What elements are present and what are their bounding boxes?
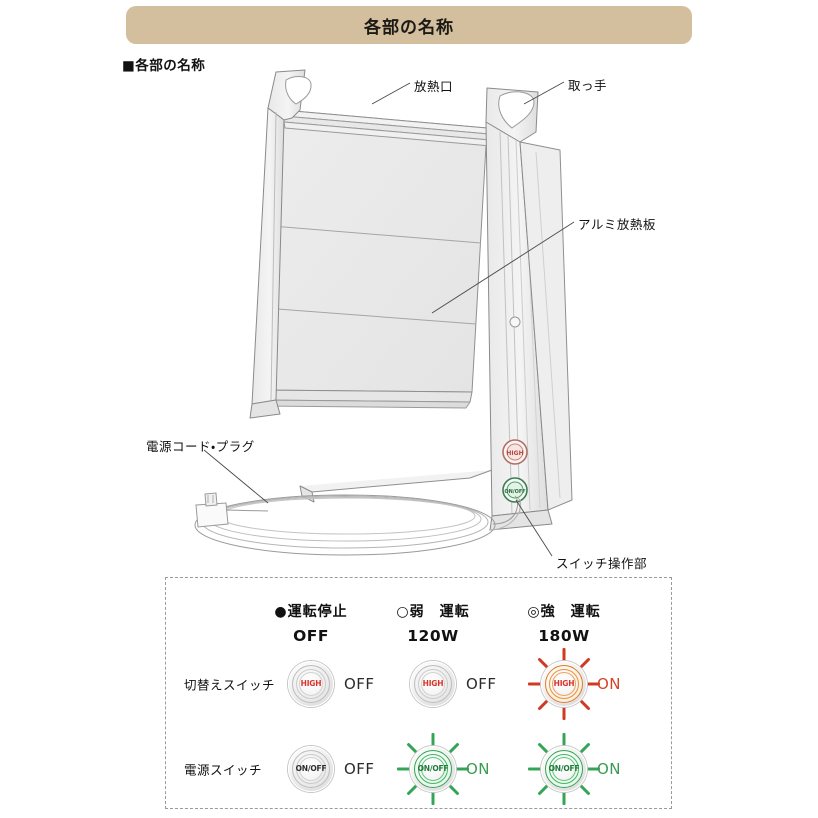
switch-state-label: OFF bbox=[344, 675, 375, 693]
knob-inner-ring bbox=[418, 669, 448, 699]
leader-vent bbox=[371, 82, 411, 105]
row-label-power-switch: 電源スイッチ bbox=[184, 762, 263, 778]
power-switch-knob-0[interactable]: ON/OFF bbox=[288, 746, 334, 792]
knob-caption: HIGH bbox=[300, 679, 322, 689]
changeover-switch-knob-0[interactable]: HIGH bbox=[288, 661, 334, 707]
glow-ray bbox=[528, 767, 541, 771]
knob-inner-ring bbox=[418, 754, 448, 784]
leader-handle bbox=[523, 81, 565, 105]
knob-caption: HIGH bbox=[422, 679, 444, 689]
left-leg bbox=[249, 69, 312, 419]
glow-ray bbox=[562, 792, 566, 805]
leader-power-cord bbox=[203, 449, 269, 504]
power-switch-knob-2[interactable]: ON/OFF bbox=[541, 746, 587, 792]
knob-caption: HIGH bbox=[553, 679, 575, 689]
glow-ray bbox=[537, 784, 549, 796]
svg-text:ON/OFF: ON/OFF bbox=[504, 489, 525, 495]
callout-switch-area: スイッチ操作部 bbox=[556, 556, 648, 571]
knob-inner-ring bbox=[296, 754, 326, 784]
page-header-banner: 各部の名称 bbox=[126, 6, 692, 44]
row-label-changeover-switch: 切替えスイッチ bbox=[184, 677, 276, 693]
callout-power-cord: 電源コード・プラグ bbox=[146, 439, 255, 454]
callout-vent: 放熱口 bbox=[414, 79, 454, 94]
changeover-switch-knob-2[interactable]: HIGH bbox=[541, 661, 587, 707]
knob-caption: ON/OFF bbox=[295, 764, 327, 774]
glow-ray bbox=[448, 784, 460, 796]
page-title: 各部の名称 bbox=[364, 17, 454, 38]
glow-ray bbox=[562, 707, 566, 720]
column-watt-label: 120W bbox=[407, 627, 459, 645]
heater-panel bbox=[255, 109, 492, 409]
knob-caption: ON/OFF bbox=[417, 764, 449, 774]
glow-ray bbox=[562, 733, 566, 746]
leader-alu-plate bbox=[431, 221, 575, 314]
right-leg bbox=[485, 87, 573, 531]
product-power-switch: ON/OFF bbox=[502, 477, 528, 503]
leader-switch-area bbox=[515, 499, 553, 557]
column-watt-label: 180W bbox=[538, 627, 590, 645]
switch-state-label: ON bbox=[466, 760, 491, 778]
column-header-1: ○弱 運転 120W bbox=[363, 601, 503, 645]
product-high-switch: HIGH bbox=[502, 439, 528, 465]
switch-state-label: OFF bbox=[344, 760, 375, 778]
knob-inner-ring bbox=[549, 754, 579, 784]
glow-ray bbox=[397, 767, 410, 771]
knob-face: HIGH bbox=[299, 672, 323, 696]
glow-ray bbox=[406, 784, 418, 796]
glow-ray bbox=[448, 742, 460, 754]
switch-state-label: OFF bbox=[466, 675, 497, 693]
changeover-switch-knob-1[interactable]: HIGH bbox=[410, 661, 456, 707]
product-illustration: HIGH ON/OFF bbox=[194, 69, 575, 557]
knob-inner-ring bbox=[549, 669, 579, 699]
glow-ray bbox=[579, 699, 591, 711]
glow-ray bbox=[537, 699, 549, 711]
glow-ray bbox=[431, 733, 435, 746]
column-mode-label: ●運転停止 bbox=[274, 604, 348, 620]
callout-handle: 取っ手 bbox=[568, 78, 608, 93]
knob-face: HIGH bbox=[552, 672, 576, 696]
knob-face: HIGH bbox=[421, 672, 445, 696]
knob-face: ON/OFF bbox=[549, 757, 580, 781]
callout-leader-lines bbox=[203, 81, 575, 557]
power-switch-knob-1[interactable]: ON/OFF bbox=[410, 746, 456, 792]
power-cord bbox=[194, 492, 522, 556]
switch-state-label: ON bbox=[597, 760, 622, 778]
column-mode-label: ○弱 運転 bbox=[396, 604, 470, 620]
switch-state-label: ON bbox=[597, 675, 622, 693]
column-header-0: ●運転停止 OFF bbox=[241, 601, 381, 645]
glow-ray bbox=[579, 657, 591, 669]
switch-operation-table: ●運転停止 OFF ○弱 運転 120W ◎強 運転 180W 切替えスイッチ HIGH OFF… bbox=[165, 577, 672, 809]
column-mode-label: ◎強 運転 bbox=[527, 604, 601, 620]
knob-caption: ON/OFF bbox=[548, 764, 580, 774]
glow-ray bbox=[431, 792, 435, 805]
knob-inner-ring bbox=[296, 669, 326, 699]
knob-face: ON/OFF bbox=[296, 757, 327, 781]
svg-text:HIGH: HIGH bbox=[506, 450, 523, 457]
column-watt-label: OFF bbox=[293, 627, 329, 645]
section-subtitle: ■各部の名称 bbox=[122, 58, 206, 74]
knob-face: ON/OFF bbox=[418, 757, 449, 781]
glow-ray bbox=[579, 742, 591, 754]
callout-alu-plate: アルミ放熱板 bbox=[578, 217, 656, 232]
glow-ray bbox=[528, 682, 541, 686]
glow-ray bbox=[579, 784, 591, 796]
glow-ray bbox=[562, 648, 566, 661]
column-header-2: ◎強 運転 180W bbox=[494, 601, 634, 645]
